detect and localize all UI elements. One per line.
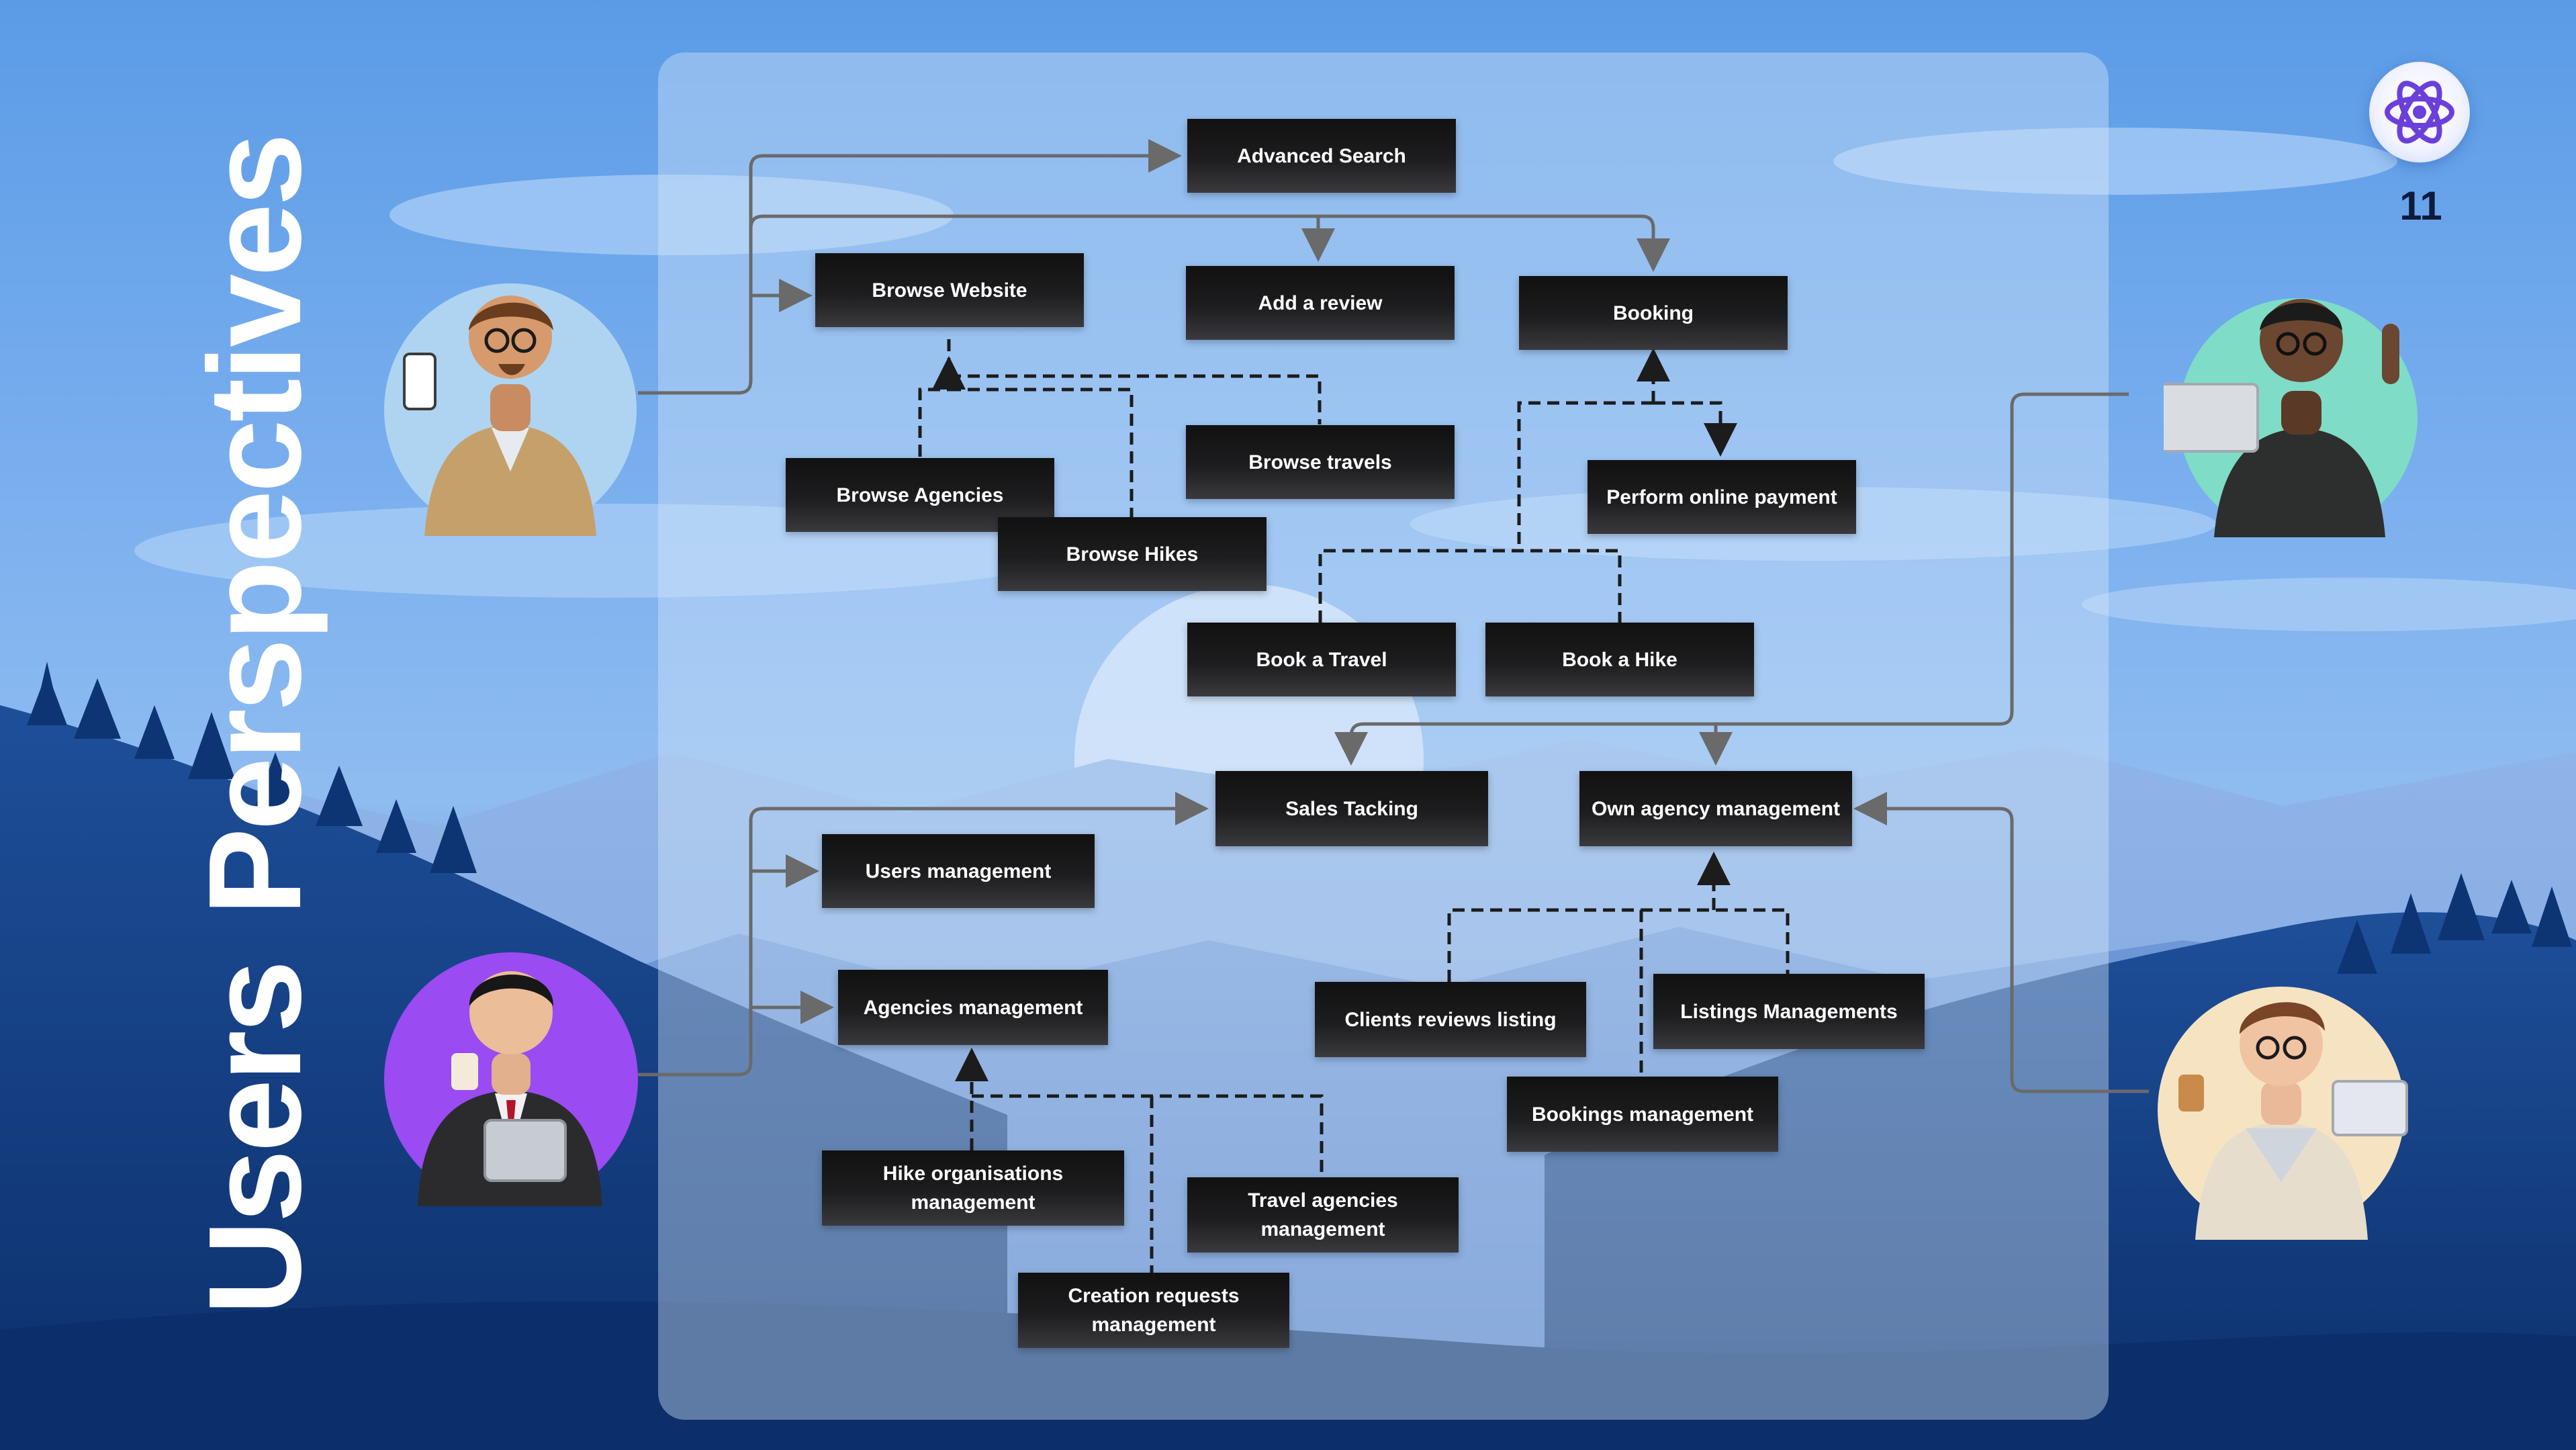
node-hike-organisations-management: Hike organisations management bbox=[822, 1150, 1124, 1226]
tablet-icon bbox=[484, 1119, 567, 1182]
node-browse-travels: Browse travels bbox=[1186, 425, 1455, 499]
pine-trees bbox=[27, 662, 2572, 974]
client-avatar-icon bbox=[2156, 283, 2418, 537]
node-line: management bbox=[911, 1191, 1036, 1214]
node-booking: Booking bbox=[1519, 276, 1788, 350]
page-number: 11 bbox=[2399, 183, 2442, 228]
node-add-review: Add a review bbox=[1186, 266, 1455, 340]
node-browse-website: Browse Website bbox=[815, 253, 1084, 327]
node-line: Travel agencies bbox=[1248, 1189, 1398, 1212]
node-book-hike: Book a Hike bbox=[1485, 623, 1754, 696]
node-line: management bbox=[1260, 1218, 1385, 1240]
node-own-agency-management: Own agency management bbox=[1579, 771, 1852, 846]
node-bookings-management: Bookings management bbox=[1507, 1077, 1778, 1152]
visitor-avatar-icon bbox=[384, 283, 637, 536]
node-creation-requests-management: Creation requests management bbox=[1018, 1273, 1289, 1348]
atom-logo-icon bbox=[2369, 62, 2470, 163]
node-advanced-search: Advanced Search bbox=[1187, 119, 1456, 193]
laptop-icon bbox=[2156, 383, 2259, 453]
node-line: Creation requests bbox=[1068, 1285, 1240, 1307]
node-line: management bbox=[1091, 1314, 1216, 1336]
node-travel-agencies-management: Travel agencies management bbox=[1187, 1177, 1459, 1253]
node-browse-hikes: Browse Hikes bbox=[998, 517, 1267, 591]
node-agencies-management: Agencies management bbox=[838, 970, 1108, 1045]
node-clients-reviews-listing: Clients reviews listing bbox=[1315, 982, 1586, 1057]
node-users-management: Users management bbox=[822, 834, 1095, 908]
admin-avatar-icon bbox=[384, 952, 638, 1206]
node-book-travel: Book a Travel bbox=[1187, 623, 1456, 696]
phone-icon bbox=[403, 353, 436, 410]
laptop-icon bbox=[2332, 1080, 2408, 1136]
agency-avatar-icon bbox=[2152, 981, 2411, 1240]
foreground-ground bbox=[0, 1301, 2576, 1450]
node-perform-online-payment: Perform online payment bbox=[1588, 460, 1856, 534]
node-line: Hike organisations bbox=[882, 1163, 1064, 1185]
node-listings-managements: Listings Managements bbox=[1653, 974, 1925, 1049]
node-sales-tracking: Sales Tacking bbox=[1215, 771, 1488, 846]
